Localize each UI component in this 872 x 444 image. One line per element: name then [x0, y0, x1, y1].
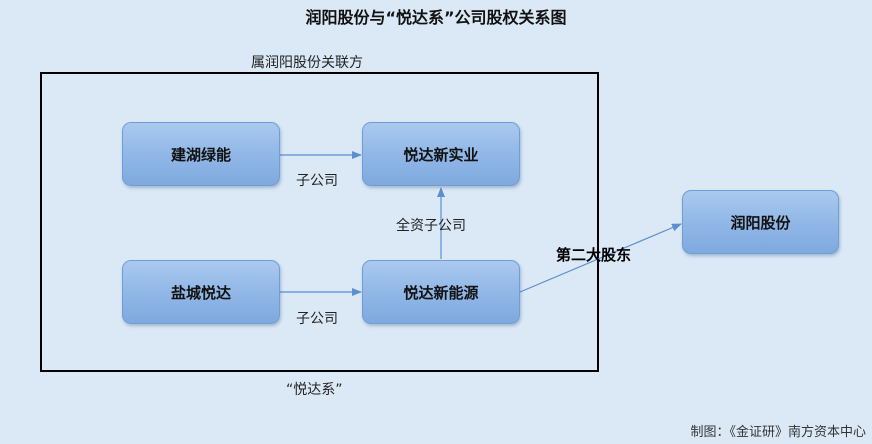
group-bottom-caption: “悦达系” [286, 382, 343, 398]
edge-label-second-largest-shareholder: 第二大股东 [556, 246, 632, 264]
node-yueda-xinnengyuan: 悦达新能源 [362, 260, 520, 324]
diagram-title: 润阳股份与“悦达系”公司股权关系图 [305, 8, 567, 27]
edge-label-subsidiary-top: 子公司 [296, 173, 338, 189]
edge-nengyuan-to-runyang [519, 223, 682, 293]
node-yueda-xinshiye: 悦达新实业 [362, 122, 520, 186]
edge-label-wholly-owned-subsidiary: 全资子公司 [396, 218, 466, 234]
group-top-caption: 属润阳股份关联方 [251, 55, 363, 71]
node-runyang-gufen: 润阳股份 [682, 190, 839, 254]
node-yancheng-yueda: 盐城悦达 [122, 260, 280, 324]
group-frame [40, 72, 599, 372]
credit-line: 制图：《金证研》南方资本中心 [690, 425, 866, 440]
edge-label-subsidiary-bottom: 子公司 [296, 311, 338, 327]
node-jianhu-lvneng: 建湖绿能 [122, 122, 280, 186]
